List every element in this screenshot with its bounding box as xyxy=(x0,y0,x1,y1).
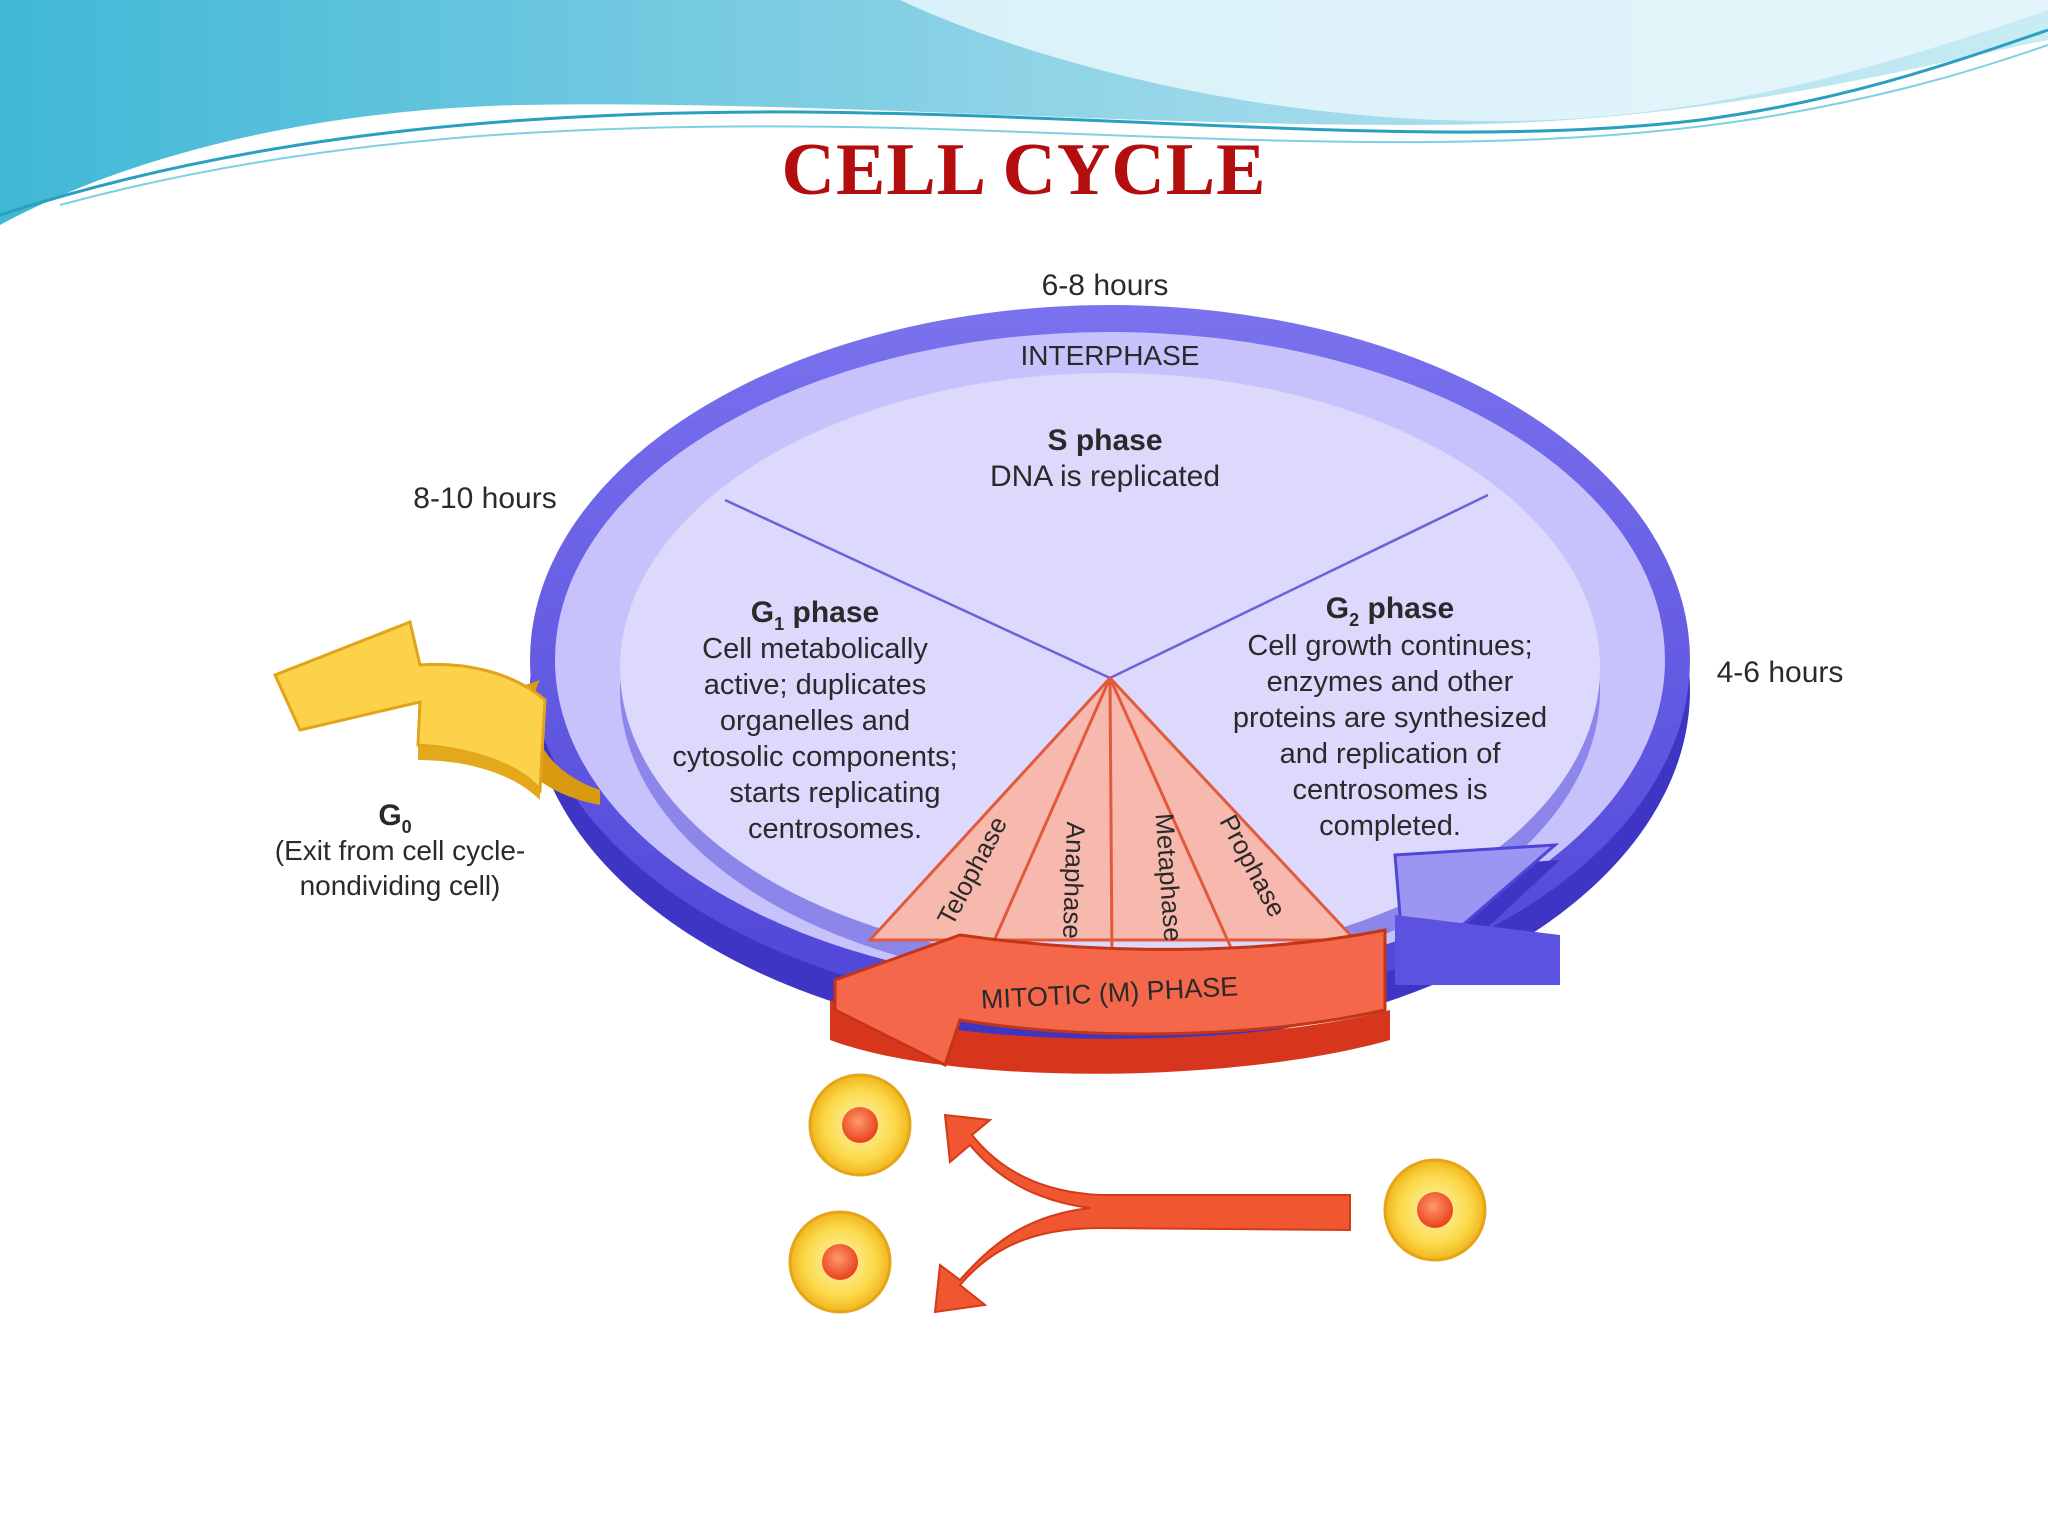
g1-phase-line: organelles and xyxy=(720,705,910,737)
sector-dividers xyxy=(724,493,1489,680)
slide-title: CELL CYCLE xyxy=(781,129,1267,211)
g2-phase-duration: 4-6 hours xyxy=(1717,656,1844,689)
s-phase-desc: DNA is replicated xyxy=(990,460,1220,493)
g2-phase-line: proteins are synthesized xyxy=(1233,702,1547,734)
header-wave-line-2 xyxy=(59,44,2048,206)
g0-desc-line: nondividing cell) xyxy=(300,870,501,901)
mitotic-arrow xyxy=(830,928,1390,1074)
stage-anaphase: Anaphase xyxy=(1057,821,1091,939)
cycle-disc xyxy=(620,373,1600,985)
division-arrow xyxy=(933,1113,1351,1314)
header-wave-highlight xyxy=(900,0,2048,122)
g0-desc-line: (Exit from cell cycle- xyxy=(275,835,525,866)
g1-phase-duration: 8-10 hours xyxy=(413,482,556,515)
g1-phase-line: starts replicating xyxy=(729,777,940,809)
g1-phase-line: centrosomes. xyxy=(748,813,922,845)
mitosis-wedge xyxy=(866,675,1359,961)
g1-phase-line: active; duplicates xyxy=(704,669,926,701)
daughter-cell-top xyxy=(808,1073,912,1177)
daughter-cell-bottom xyxy=(788,1210,892,1314)
g0-title: G0 xyxy=(378,799,411,837)
interphase-label: INTERPHASE xyxy=(1021,340,1200,371)
g1-phase-line: Cell metabolically xyxy=(702,633,928,665)
parent-cell xyxy=(1383,1158,1487,1262)
g2-phase-title: G2 phase xyxy=(1326,592,1454,630)
s-phase-duration: 6-8 hours xyxy=(1042,269,1169,302)
header-wave-line xyxy=(0,28,2048,217)
g2-phase-line: Cell growth continues; xyxy=(1247,630,1532,662)
interphase-arrowhead xyxy=(1393,843,1560,990)
g2-phase-line: centrosomes is xyxy=(1292,774,1487,806)
g2-phase-line: and replication of xyxy=(1280,738,1502,770)
g2-phase-line: completed. xyxy=(1319,810,1461,842)
s-phase-title: S phase xyxy=(1047,424,1162,457)
g2-phase-line: enzymes and other xyxy=(1267,666,1514,698)
g1-phase-line: cytosolic components; xyxy=(672,741,957,773)
g0-exit-arrow xyxy=(272,619,600,805)
g1-phase-title: G1 phase xyxy=(751,596,879,634)
